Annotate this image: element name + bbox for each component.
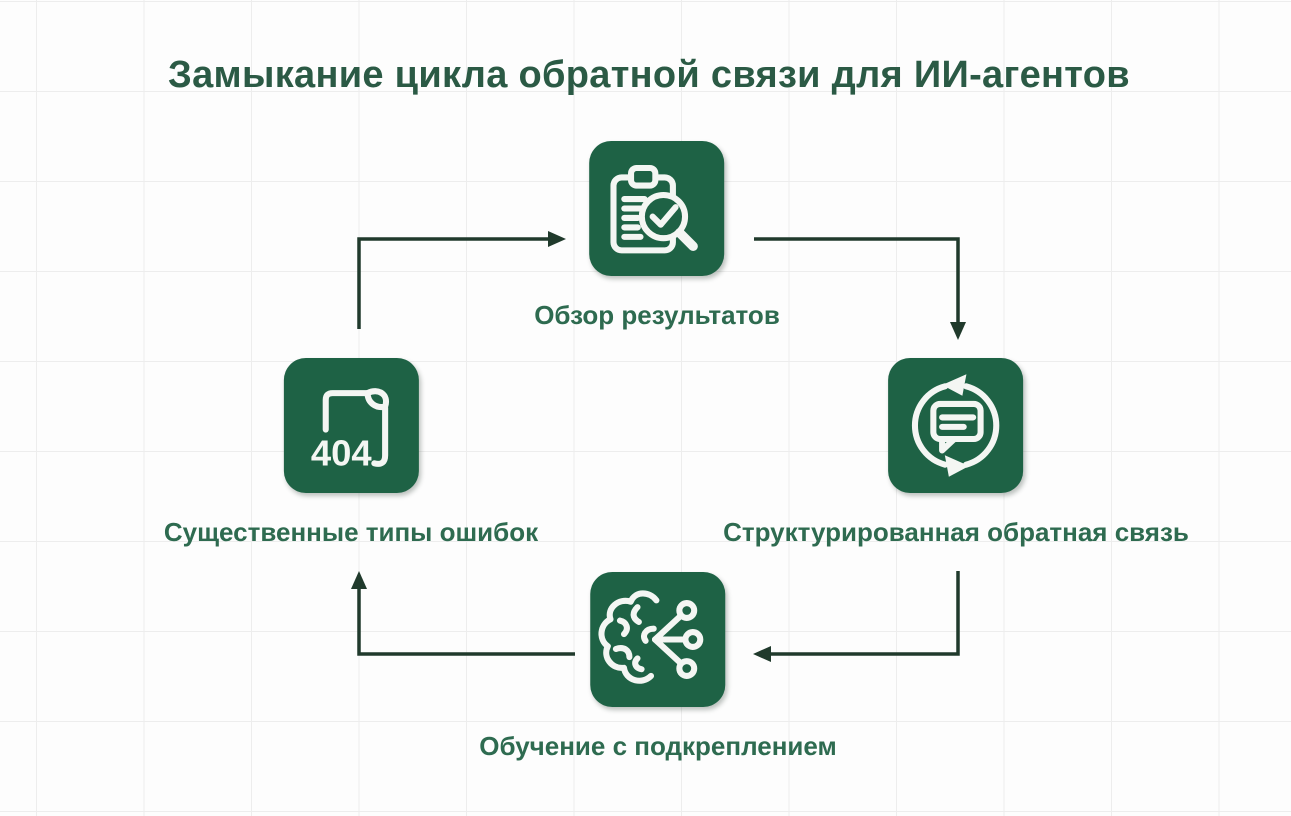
- clipboard-check-magnifier-icon: [589, 141, 725, 276]
- diagram-title: Замыкание цикла обратной связи для ИИ-аг…: [168, 54, 1130, 96]
- node-label-structured-feedback: Структурированная обратная связь: [723, 517, 1189, 547]
- brain-network-icon: [590, 572, 726, 707]
- node-error-types: 404 Существенные типы ошибок: [164, 358, 538, 548]
- node-reinforcement-learning: Обучение с подкреплением: [479, 572, 837, 762]
- page-404-icon-text: 404: [310, 432, 372, 473]
- arrow-review-to-feedback: [754, 237, 966, 340]
- node-results-review: Обзор результатов: [534, 141, 780, 331]
- node-label-reinforcement-learning: Обучение с подкреплением: [479, 731, 837, 761]
- page-404-icon: 404: [283, 358, 419, 493]
- chat-bubble-refresh-icon: [888, 358, 1024, 493]
- node-label-results-review: Обзор результатов: [534, 300, 780, 330]
- node-label-error-types: Существенные типы ошибок: [163, 517, 539, 547]
- node-structured-feedback: Структурированная обратная связь: [723, 358, 1189, 548]
